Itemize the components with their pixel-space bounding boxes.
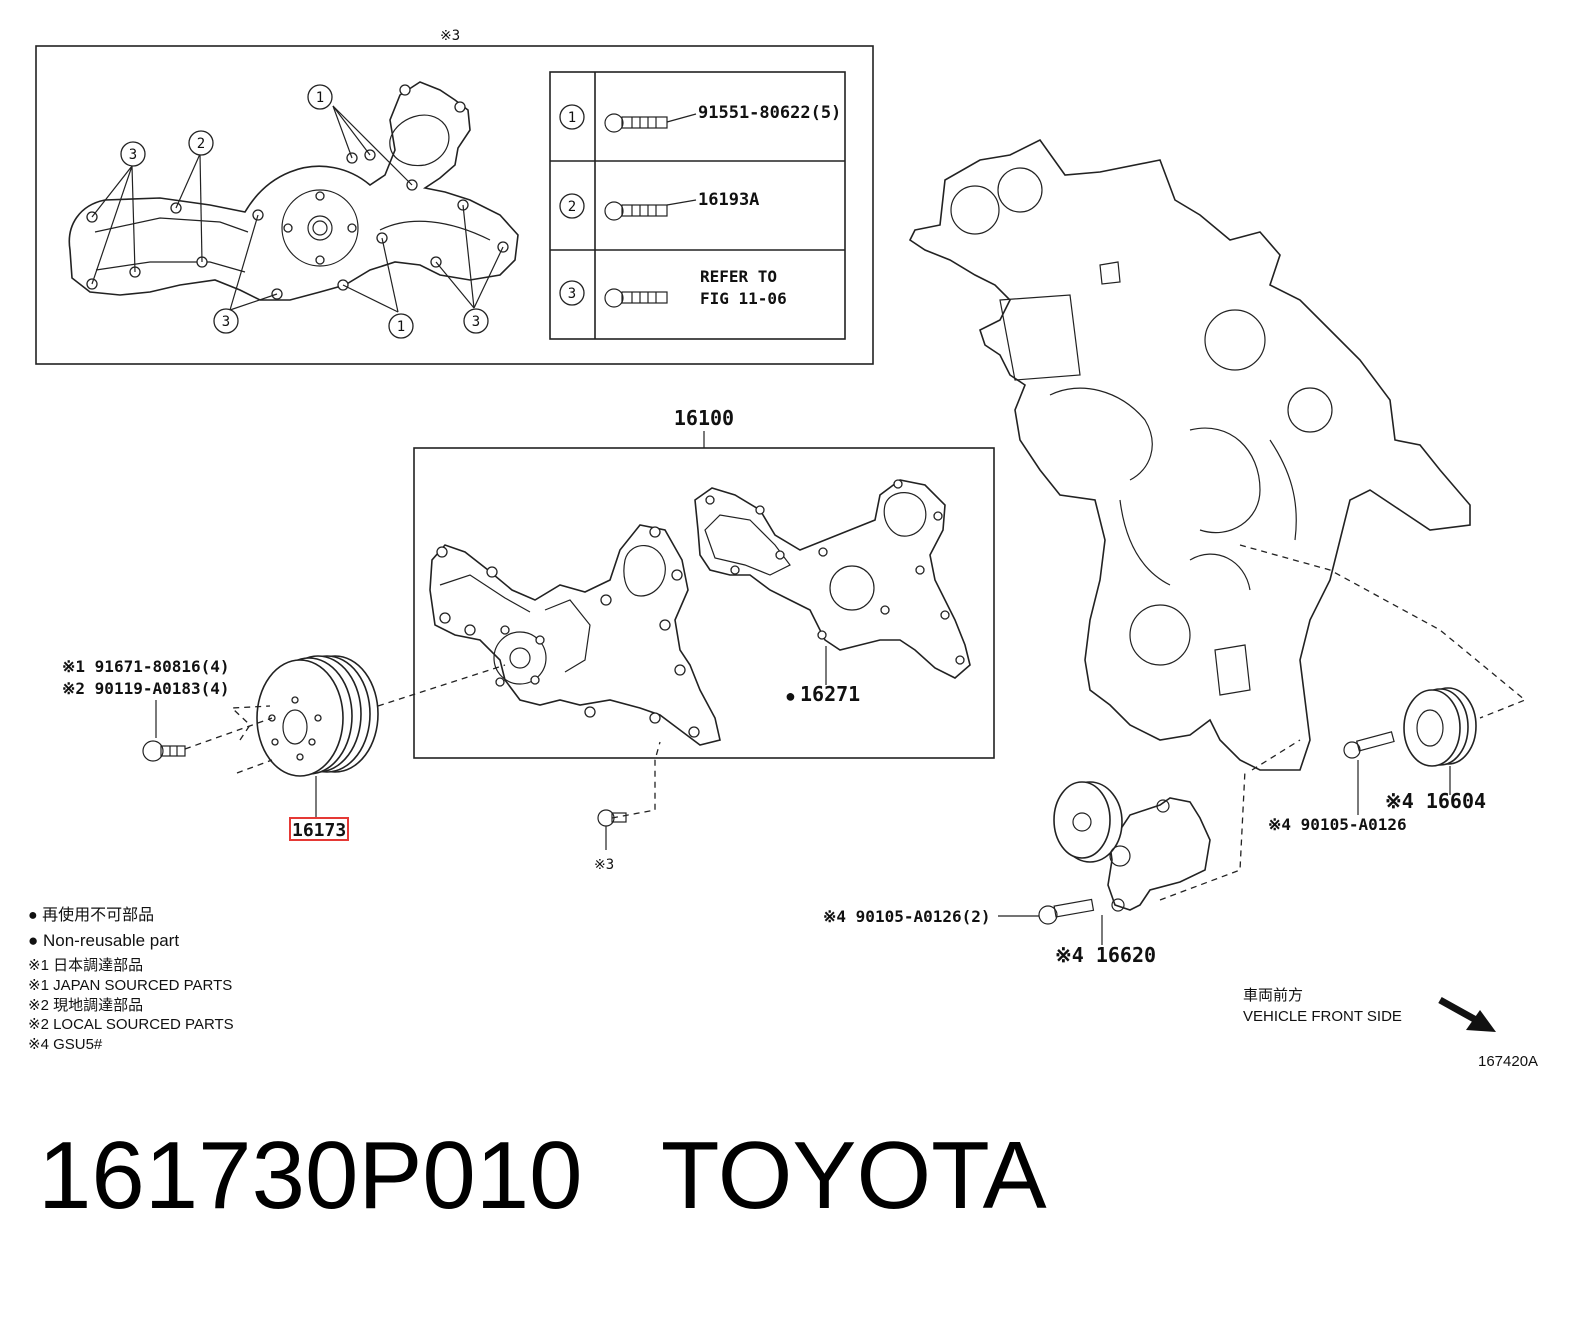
- gasket: [694, 479, 971, 679]
- alignment-lines: [184, 544, 1527, 901]
- pump-bolt-label: ※3: [594, 857, 614, 873]
- bolt-part-3-line2: FIG 11-06: [700, 289, 787, 308]
- bolt-table-row-2: 2 16193A: [559, 190, 759, 221]
- direction-arrow-icon: [1438, 996, 1496, 1032]
- bolt-table-row-1: 1 91551-80622(5): [559, 103, 841, 133]
- bolt-part-1: 91551-80622(5): [698, 103, 841, 123]
- timing-cover: [908, 138, 1471, 771]
- svg-text:1: 1: [316, 90, 324, 106]
- inset-bolt-holes: [86, 84, 509, 300]
- bolt-table: 1 91551-80622(5) 2 16193A: [549, 71, 846, 340]
- pulley: [256, 655, 379, 777]
- product-title: 161730P010 TOYOTA: [38, 1122, 1047, 1229]
- svg-text:1: 1: [568, 110, 576, 126]
- assembly-box: 16100: [413, 406, 995, 759]
- gasket-label: 16271: [800, 682, 860, 706]
- idler-label: ※4 16604: [1385, 789, 1486, 813]
- figure-code: 167420A: [1478, 1053, 1538, 1070]
- svg-text:3: 3: [129, 147, 137, 163]
- tensioner-bolt: [1038, 898, 1095, 925]
- bolt-icon: [604, 199, 697, 221]
- legend-item: ● 再使用不可部品: [28, 906, 154, 924]
- vehicle-front-indicator: 車両前方 VEHICLE FRONT SIDE 167420A: [1243, 987, 1538, 1070]
- water-pump: [429, 524, 721, 746]
- idler-pulley: [1403, 687, 1477, 767]
- legend-item: ※4 GSU5#: [28, 1036, 103, 1053]
- idler-bolt-label: ※4 90105-A0126: [1268, 815, 1407, 834]
- pulley-highlight-box: [289, 817, 349, 841]
- front-label-en: VEHICLE FRONT SIDE: [1243, 1008, 1402, 1025]
- bolt-part-2: 16193A: [698, 190, 759, 210]
- bolt-table-row-3: 3 REFER TO FIG 11-06: [559, 267, 787, 308]
- bolt-icon: [604, 288, 668, 308]
- svg-text:2: 2: [197, 136, 205, 152]
- tensioner-label: ※4 16620: [1055, 943, 1156, 967]
- front-label-jp: 車両前方: [1243, 987, 1303, 1004]
- inset-callout-1b: 1: [388, 313, 414, 339]
- svg-text:3: 3: [568, 286, 576, 302]
- svg-text:3: 3: [472, 314, 480, 330]
- inset-marker: ※3: [440, 28, 460, 44]
- inset-callout-3c: 3: [463, 308, 489, 334]
- legend-item: ※2 現地調達部品: [28, 997, 143, 1014]
- tensioner-bolt-label: ※4 90105-A0126(2): [823, 907, 991, 926]
- pulley-bolt-label-1: ※1 91671-80816(4): [62, 657, 230, 676]
- inset-callout-1a: 1: [307, 84, 333, 110]
- legend: ● 再使用不可部品 ● Non-reusable part ※1 日本調達部品 …: [28, 906, 234, 1053]
- bolt-part-3-line1: REFER TO: [700, 267, 777, 286]
- svg-text:2: 2: [568, 199, 576, 215]
- bolt-icon: [604, 113, 697, 133]
- inset-callout-3b: 3: [213, 308, 239, 334]
- svg-text:3: 3: [222, 314, 230, 330]
- svg-text:1: 1: [397, 319, 405, 335]
- inset-leaders: [91, 105, 504, 313]
- inset-panel: ※3: [35, 28, 874, 365]
- inset-callout-3a: 3: [120, 141, 146, 167]
- inset-callout-2: 2: [188, 130, 214, 156]
- legend-item: ※2 LOCAL SOURCED PARTS: [28, 1016, 234, 1033]
- legend-item: ※1 JAPAN SOURCED PARTS: [28, 977, 232, 994]
- pulley-bolt: [142, 740, 186, 762]
- idler-bolt: [1343, 731, 1395, 759]
- assembly-label: 16100: [674, 406, 734, 430]
- pulley-bolt-label-2: ※2 90119-A0183(4): [62, 679, 230, 698]
- pulley-label: 16173: [292, 820, 346, 841]
- legend-item: ※1 日本調達部品: [28, 957, 143, 974]
- legend-item: ● Non-reusable part: [28, 931, 179, 950]
- gasket-dot: ●: [785, 686, 796, 706]
- tensioner: [1053, 781, 1211, 912]
